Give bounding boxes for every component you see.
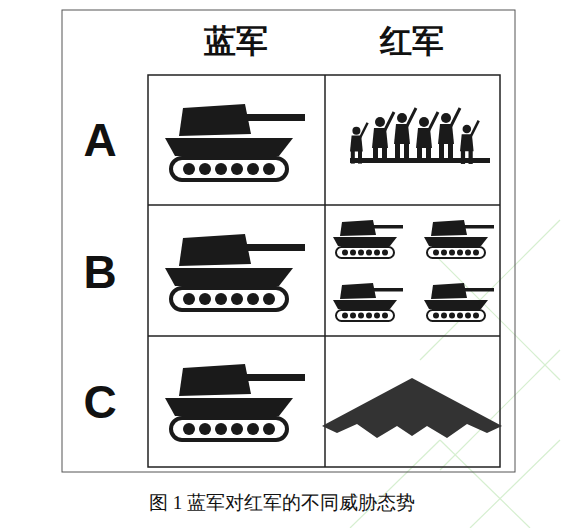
row-label: B [83, 245, 116, 299]
column-header: 红军 [380, 20, 444, 64]
column-header: 蓝军 [204, 20, 268, 64]
row-label: C [83, 375, 116, 429]
tank-icon [165, 104, 305, 180]
tank-icon [424, 220, 494, 258]
watermark-lines [350, 220, 560, 528]
tank-icon [333, 220, 403, 258]
tank-icon [165, 234, 305, 310]
figure-caption: 图 1 蓝军对红军的不同威胁态势 [149, 490, 415, 516]
row-label: A [83, 113, 116, 167]
tank-icon [165, 364, 305, 440]
tank-icon [424, 283, 494, 321]
outer-frame [62, 10, 515, 472]
soldiers-icon [350, 108, 490, 164]
bomber-icon [322, 378, 502, 438]
tank-icon [333, 283, 403, 321]
